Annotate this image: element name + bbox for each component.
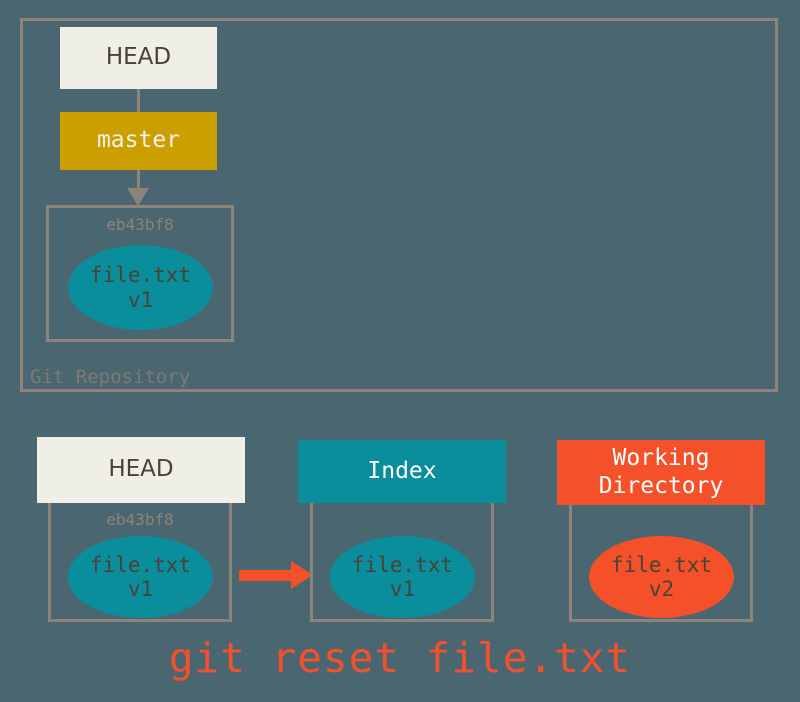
head-area-blob: file.txt v1 bbox=[68, 536, 213, 618]
reset-flow-arrow-shaft bbox=[239, 570, 295, 581]
working-directory-area-container bbox=[569, 505, 753, 622]
head-area-hash: eb43bf8 bbox=[106, 510, 174, 529]
working-directory-area-blob-filename: file.txt bbox=[610, 552, 713, 577]
working-directory-area-header: Working Directory bbox=[557, 440, 765, 505]
repo-master-branch-label: master bbox=[96, 127, 181, 154]
repo-commit-blob-version: v1 bbox=[127, 287, 154, 312]
index-area-blob: file.txt v1 bbox=[330, 536, 475, 618]
head-area-header: HEAD bbox=[37, 437, 245, 503]
head-area-blob-filename: file.txt bbox=[89, 552, 192, 577]
repo-commit-blob: file.txt v1 bbox=[68, 245, 213, 330]
reset-flow-arrow-head-icon bbox=[291, 561, 313, 589]
index-area-blob-version: v1 bbox=[389, 577, 416, 601]
arrowhead-master-to-commit-icon bbox=[127, 188, 149, 206]
git-repository-frame bbox=[20, 18, 778, 392]
repo-master-branch-box: master bbox=[60, 112, 217, 170]
repo-head-box: HEAD bbox=[60, 27, 217, 89]
index-area-header: Index bbox=[298, 440, 506, 503]
connector-master-to-commit bbox=[137, 170, 140, 192]
working-directory-area-label-line1: Working bbox=[612, 445, 710, 472]
head-area-container bbox=[48, 500, 232, 622]
repo-commit-blob-filename: file.txt bbox=[89, 263, 192, 288]
working-directory-area-blob-version: v2 bbox=[648, 577, 675, 601]
working-directory-area-blob: file.txt v2 bbox=[589, 536, 734, 618]
repo-commit-hash: eb43bf8 bbox=[106, 215, 174, 234]
command-caption: git reset file.txt bbox=[168, 634, 632, 682]
index-area-container bbox=[310, 503, 494, 622]
git-repository-label: Git Repository bbox=[30, 366, 191, 388]
repo-head-label: HEAD bbox=[105, 44, 172, 71]
head-area-blob-version: v1 bbox=[127, 577, 154, 601]
index-area-label: Index bbox=[367, 457, 437, 484]
head-area-label: HEAD bbox=[108, 456, 174, 483]
working-directory-area-label-line2: Directory bbox=[598, 472, 724, 499]
index-area-blob-filename: file.txt bbox=[351, 552, 454, 577]
connector-head-to-master bbox=[137, 89, 140, 112]
repo-commit-container bbox=[46, 205, 234, 342]
